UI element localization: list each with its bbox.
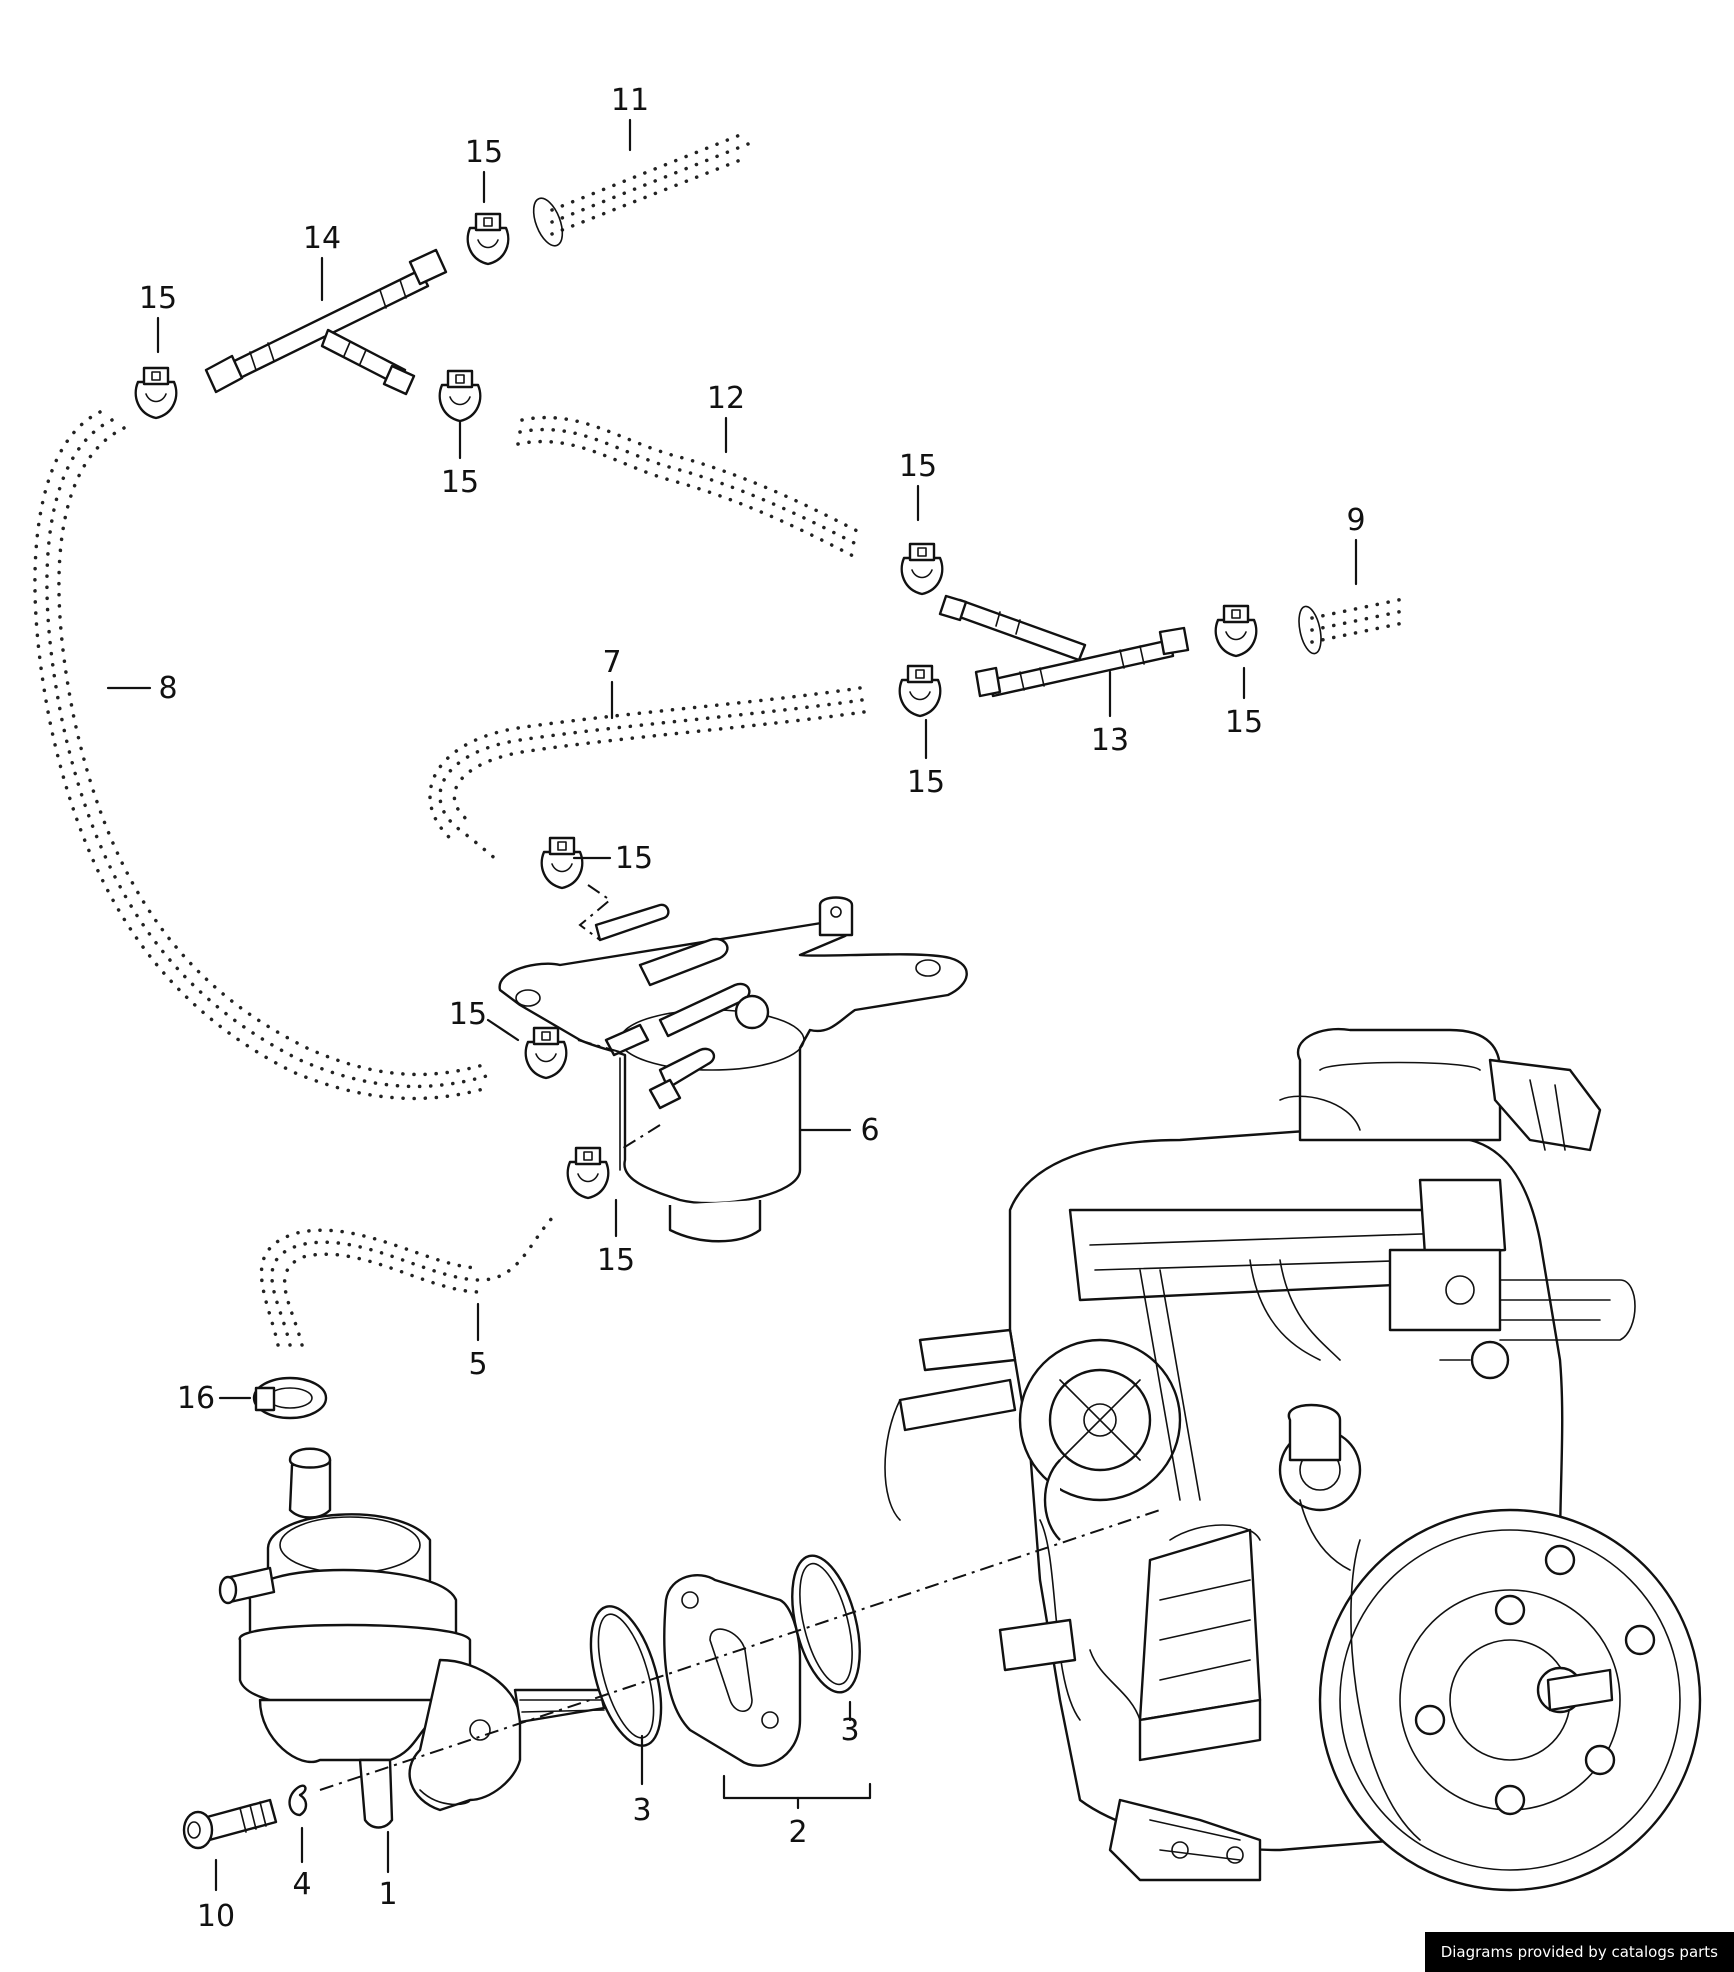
fuel-pump-1: [218, 1447, 606, 1829]
clamp-15-e: [1214, 604, 1258, 658]
callout-15-d: 15: [899, 449, 937, 484]
callout-7: 5: [468, 1347, 487, 1382]
callout-15-a: 15: [139, 281, 177, 316]
clamp-15-d: [900, 542, 944, 596]
callout-15-f: 15: [907, 765, 945, 800]
clamp-15-b: [466, 212, 510, 266]
callout-11: 11: [611, 83, 649, 118]
hose-7: [249, 1192, 578, 1368]
callout-15-e: 15: [1225, 705, 1263, 740]
engine-block: [884, 1027, 1702, 1892]
callout-5: 10: [197, 1899, 235, 1934]
hose-9: [22, 395, 515, 1111]
gasket-3-right: [791, 1554, 861, 1694]
t-connector-13: [938, 594, 1190, 698]
clamp-15-g: [540, 836, 584, 890]
clamp-15-a: [134, 366, 178, 420]
callout-9: 8: [158, 671, 177, 706]
spacer-flange-2: [663, 1573, 802, 1767]
center-line-filter: [578, 884, 612, 941]
hose-10: [1287, 587, 1431, 655]
gasket-3-left: [589, 1605, 663, 1747]
callout-6: 6: [860, 1113, 879, 1148]
callout-labels: 11 15 14 15 12 15 15 9 7 8 15 13 15 15 1…: [139, 83, 1366, 1934]
callout-16: 16: [177, 1381, 215, 1416]
diagram-credit: Diagrams provided by catalogs parts: [1424, 1932, 1734, 1972]
center-line-pump: [319, 1509, 1161, 1791]
hose-11: [524, 120, 772, 247]
callout-15-c: 15: [441, 465, 479, 500]
leader-lines: [106, 118, 1358, 1892]
callout-3-right: 3: [840, 1713, 859, 1748]
callout-14: 14: [303, 221, 341, 256]
callout-10: 9: [1346, 503, 1365, 538]
callout-15-h: 15: [449, 997, 487, 1032]
callout-12: 12: [707, 381, 745, 416]
center-line-clamp: [577, 1039, 621, 1053]
clamp-16: [252, 1376, 328, 1420]
fuel-filter-6: [498, 896, 968, 1243]
callout-13: 13: [1091, 723, 1129, 758]
washer-4: [288, 1784, 308, 1817]
clamp-15-h: [524, 1026, 568, 1080]
clamp-15-c: [438, 369, 482, 423]
callout-3-left: 3: [632, 1793, 651, 1828]
callout-1: 1: [378, 1877, 397, 1912]
clamp-15-f: [898, 664, 942, 718]
callout-4: 4: [292, 1867, 311, 1902]
callout-15-i: 15: [597, 1243, 635, 1278]
center-line-outlet: [619, 1124, 661, 1151]
hose-12: [497, 407, 883, 569]
callout-15-g: 15: [615, 841, 653, 876]
callout-8: 7: [602, 645, 621, 680]
t-connector-14: [204, 248, 448, 396]
callout-2: 2: [788, 1815, 807, 1850]
clamp-15-i: [566, 1146, 610, 1200]
bolt-5: [182, 1798, 278, 1850]
hose-8: [415, 675, 887, 887]
callout-15-b: 15: [465, 135, 503, 170]
